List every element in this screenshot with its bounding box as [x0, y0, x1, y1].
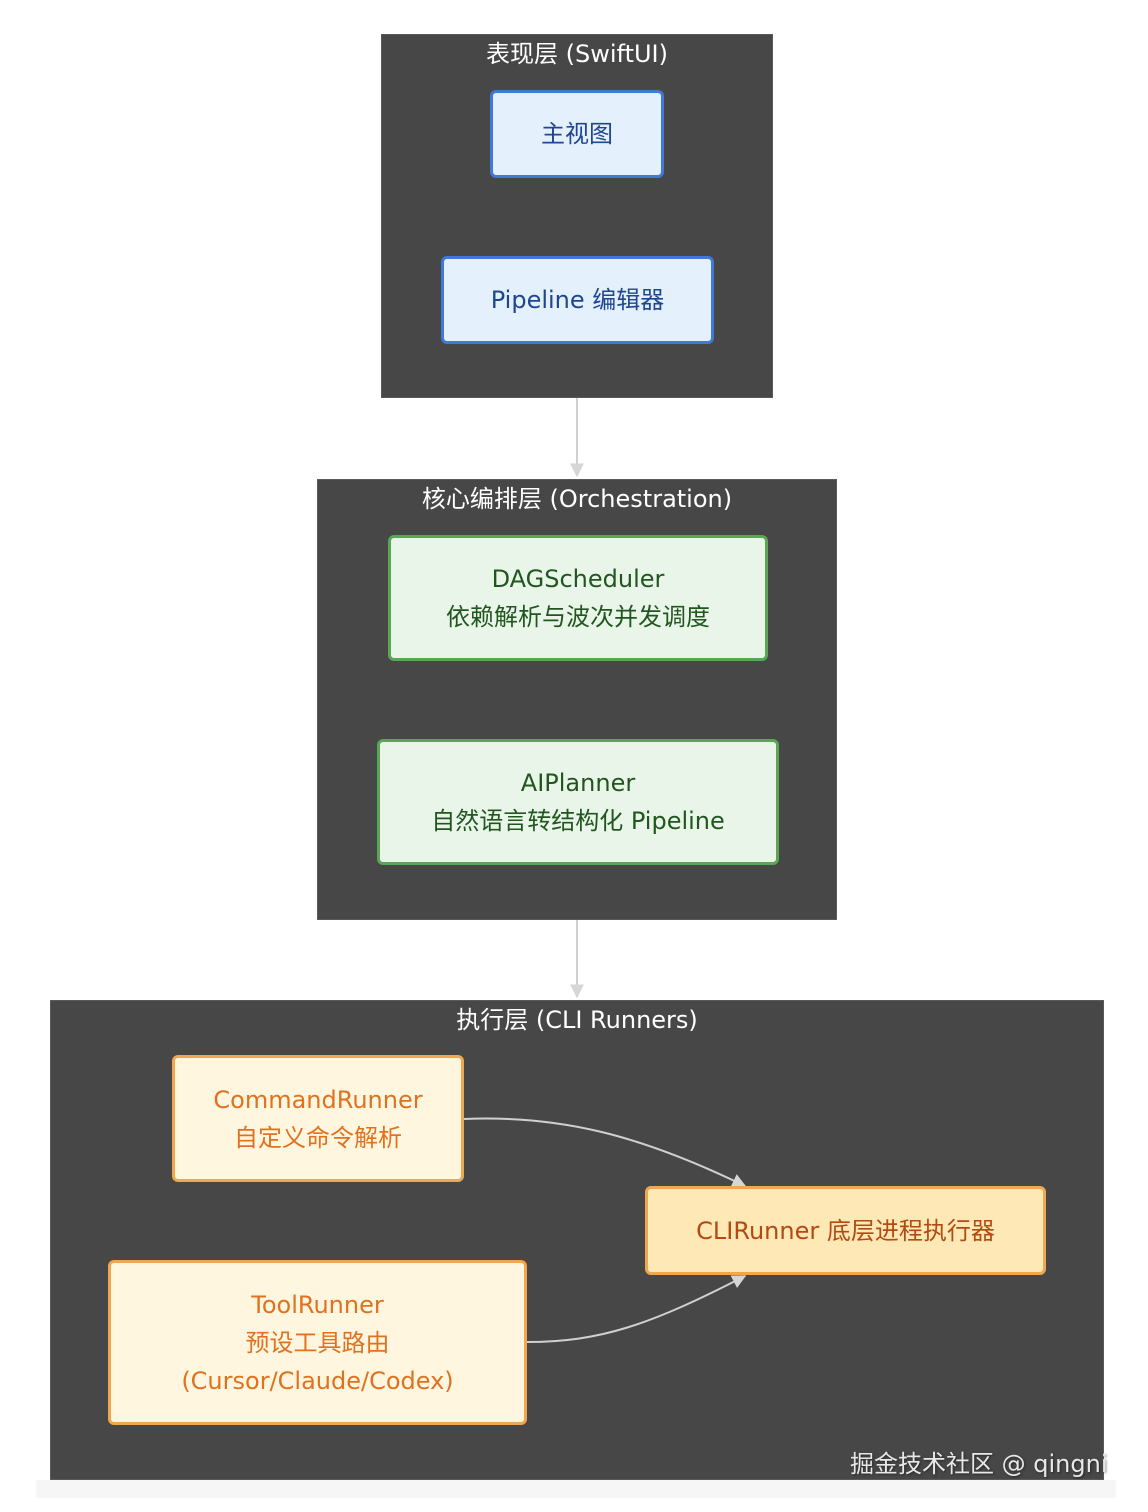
orchestration-layer-title: 核心编排层 (Orchestration)	[421, 485, 733, 513]
main-view-node[interactable]: 主视图	[490, 90, 664, 178]
tool-runner-desc: 预设工具路由	[245, 1328, 390, 1357]
dag-scheduler-desc: 依赖解析与波次并发调度	[446, 603, 710, 631]
ai-planner-name: AIPlanner	[520, 769, 636, 797]
presentation-layer: 表现层 (SwiftUI) 主视图 Pipeline 编辑器	[381, 34, 773, 398]
watermark-text: 掘金技术社区 @ qingni	[850, 1450, 1108, 1478]
dag-scheduler-name: DAGScheduler	[491, 565, 665, 593]
command-runner-node[interactable]: CommandRunner 自定义命令解析	[172, 1055, 464, 1182]
execution-layer-title: 执行层 (CLI Runners)	[456, 1006, 698, 1034]
pipeline-editor-label: Pipeline 编辑器	[490, 286, 665, 314]
dag-scheduler-node[interactable]: DAGScheduler 依赖解析与波次并发调度	[388, 535, 768, 661]
cli-runner-node[interactable]: CLIRunner 底层进程执行器	[645, 1186, 1046, 1275]
command-runner-name: CommandRunner	[213, 1085, 423, 1114]
tool-runner-name: ToolRunner	[251, 1290, 384, 1319]
cli-runner-label: CLIRunner 底层进程执行器	[696, 1216, 995, 1245]
presentation-layer-title: 表现层 (SwiftUI)	[486, 40, 668, 68]
pipeline-editor-node[interactable]: Pipeline 编辑器	[441, 256, 714, 344]
orchestration-layer: 核心编排层 (Orchestration) DAGScheduler 依赖解析与…	[317, 479, 837, 920]
tool-runner-node[interactable]: ToolRunner 预设工具路由 (Cursor/Claude/Codex)	[108, 1260, 527, 1425]
ai-planner-desc: 自然语言转结构化 Pipeline	[431, 807, 725, 835]
command-runner-desc: 自定义命令解析	[234, 1123, 402, 1152]
ai-planner-node[interactable]: AIPlanner 自然语言转结构化 Pipeline	[377, 739, 779, 865]
tool-runner-tools: (Cursor/Claude/Codex)	[181, 1366, 454, 1395]
bottom-strip	[36, 1480, 1116, 1498]
main-view-label: 主视图	[541, 120, 613, 148]
